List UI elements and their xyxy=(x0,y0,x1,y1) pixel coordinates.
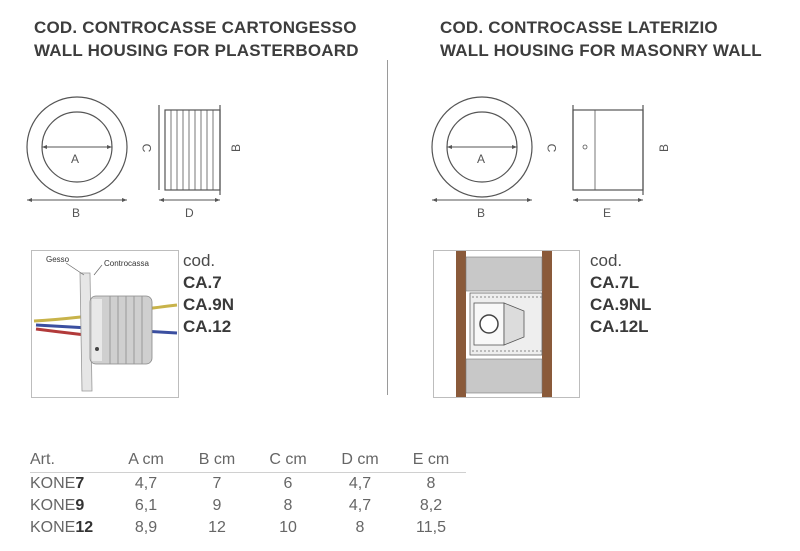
left-codes-label: cod. xyxy=(183,251,216,270)
cell-c: 10 xyxy=(279,519,297,536)
cell-c: 6 xyxy=(252,472,324,495)
cell-b: 7 xyxy=(182,472,252,495)
table-header-row: Art. A cm B cm C cm D cm E cm xyxy=(30,448,466,473)
art-number: 9 xyxy=(75,497,85,514)
table-row: KONE7 4,7 7 6 4,7 8 xyxy=(30,472,466,495)
right-dim-a: A xyxy=(477,152,486,166)
plasterboard-photo: Gesso Controcassa xyxy=(31,250,179,398)
cell-e: 11,5 xyxy=(416,519,446,536)
left-heading-en: WALL HOUSING FOR PLASTERBOARD xyxy=(34,41,359,60)
right-dim-c: C xyxy=(544,143,559,153)
cell-e: 8 xyxy=(396,472,466,495)
cell-a: 6,1 xyxy=(134,497,158,514)
left-code-2: CA.9N xyxy=(183,295,235,314)
left-dim-a: A xyxy=(71,152,80,166)
cell-b: 12 xyxy=(208,519,226,536)
art-prefix: KONE xyxy=(30,475,76,492)
right-codes-label: cod. xyxy=(590,251,623,270)
table-row: KONE12 8,9 12 10 8 11,5 xyxy=(30,517,466,539)
art-cell: KONE7 xyxy=(30,472,110,495)
right-codes: cod. CA.7L CA.9NL CA.12L xyxy=(590,250,651,338)
right-dim-b-side: B xyxy=(657,143,672,153)
right-code-1: CA.7L xyxy=(590,273,640,292)
plasterboard-illustration xyxy=(33,262,178,392)
left-dim-d: D xyxy=(185,206,194,220)
right-heading-en: WALL HOUSING FOR MASONRY WALL xyxy=(440,41,762,60)
art-prefix: KONE xyxy=(30,519,76,536)
cell-d: 4,7 xyxy=(348,497,372,514)
left-code-1: CA.7 xyxy=(183,273,222,292)
art-cell: KONE12 xyxy=(30,517,110,539)
specs-table: Art. A cm B cm C cm D cm E cm KONE7 4,7 … xyxy=(30,448,466,539)
art-number: 7 xyxy=(75,475,85,492)
left-dim-b: B xyxy=(72,206,81,220)
cell-d: 4,7 xyxy=(324,472,396,495)
cell-c: 8 xyxy=(283,497,293,514)
art-prefix: KONE xyxy=(30,497,76,514)
masonry-photo xyxy=(433,250,580,398)
right-dim-b: B xyxy=(477,206,486,220)
left-dim-c: C xyxy=(139,143,154,153)
header-e: E cm xyxy=(412,451,450,468)
header-d: D cm xyxy=(341,451,379,468)
right-code-3: CA.12L xyxy=(590,317,649,336)
art-number: 12 xyxy=(75,519,94,536)
label-gesso: Gesso xyxy=(46,255,70,264)
header-c: C cm xyxy=(269,451,307,468)
art-cell: KONE9 xyxy=(30,495,110,517)
cell-a: 8,9 xyxy=(134,519,158,536)
cell-d: 8 xyxy=(355,519,365,536)
table-row: KONE9 6,1 9 8 4,7 8,2 xyxy=(30,495,466,517)
right-heading-it: COD. CONTROCASSE LATERIZIO xyxy=(440,18,718,37)
center-divider xyxy=(387,60,388,395)
left-technical-drawing xyxy=(26,96,221,202)
left-dim-b-side: B xyxy=(229,143,244,153)
header-a: A cm xyxy=(128,451,164,468)
cell-a: 4,7 xyxy=(110,472,182,495)
header-art: Art. xyxy=(30,451,55,468)
label-controcassa: Controcassa xyxy=(104,259,149,268)
right-code-2: CA.9NL xyxy=(590,295,652,314)
header-b: B cm xyxy=(198,451,236,468)
left-code-3: CA.12 xyxy=(183,317,232,336)
right-dim-e: E xyxy=(603,206,612,220)
cell-b: 9 xyxy=(212,497,222,514)
right-technical-drawing xyxy=(431,96,644,202)
left-codes: cod. CA.7 CA.9N CA.12 xyxy=(183,250,234,338)
left-heading-it: COD. CONTROCASSE CARTONGESSO xyxy=(34,18,357,37)
cell-e: 8,2 xyxy=(419,497,443,514)
masonry-illustration xyxy=(434,251,579,397)
